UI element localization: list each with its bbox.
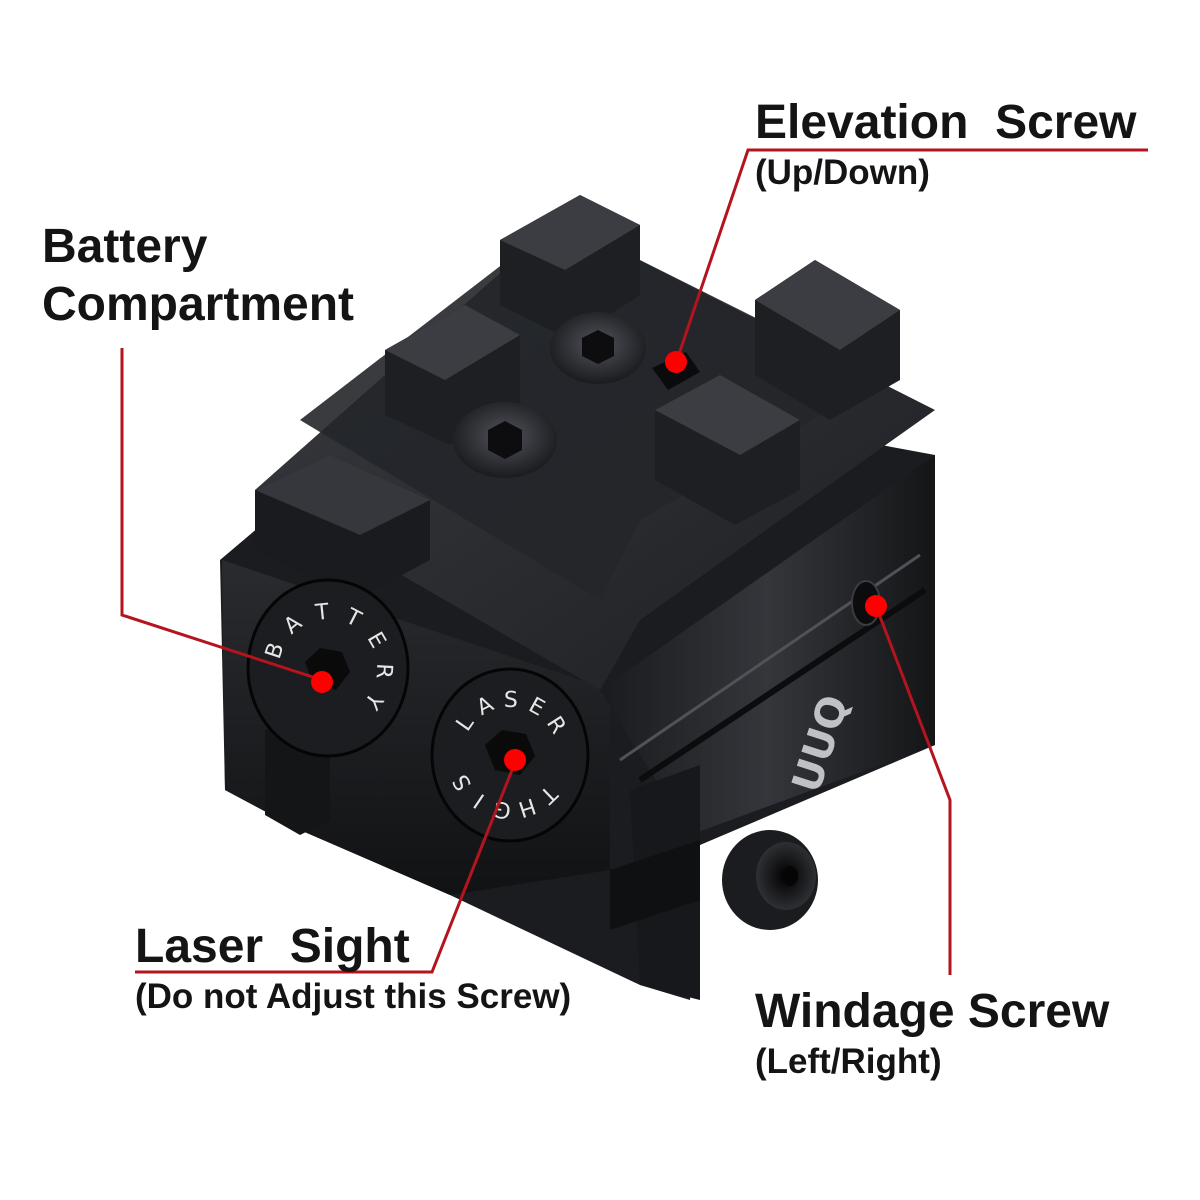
battery-knob-letter: T xyxy=(313,600,331,626)
battery-compartment-label: Battery Compartment xyxy=(42,218,354,334)
laser-subtitle: (Do not Adjust this Screw) xyxy=(135,977,572,1016)
marker-dots xyxy=(311,351,887,771)
laser-emitter xyxy=(722,830,818,930)
windage-title: Windage Screw xyxy=(755,985,1110,1038)
elevation-subtitle: (Up/Down) xyxy=(755,153,930,192)
windage-subtitle: (Left/Right) xyxy=(755,1042,942,1081)
laser-sight-label: Laser Sight (Do not Adjust this Screw) xyxy=(135,918,571,1018)
battery-leader xyxy=(120,348,323,682)
elevation-leader xyxy=(675,148,1148,361)
battery-knob-letter: B xyxy=(261,640,289,662)
battery-title: Battery xyxy=(42,220,208,273)
battery-knob-letter: R xyxy=(371,663,397,680)
side-rail-housing xyxy=(600,455,935,835)
elevation-screw-label: Elevation Screw (Up/Down) xyxy=(755,94,1137,194)
elevation-title: Elevation Screw xyxy=(755,96,1137,149)
mount-screws xyxy=(453,312,646,478)
elevation-marker xyxy=(665,351,687,373)
windage-screw-label: Windage Screw (Left/Right) xyxy=(755,983,1109,1083)
sight-knob-letter: G xyxy=(492,795,512,822)
sight-knob-letter: H xyxy=(515,792,538,821)
leader-lines xyxy=(120,148,1148,975)
laser-leader xyxy=(135,759,518,974)
laser-marker xyxy=(504,749,526,771)
battery-title-line2: Compartment xyxy=(42,278,355,331)
windage-leader xyxy=(874,605,952,975)
battery-marker xyxy=(311,671,333,693)
windage-marker xyxy=(865,595,887,617)
laser-knob-letter: S xyxy=(504,688,518,713)
laser-title: Laser Sight xyxy=(135,920,410,973)
